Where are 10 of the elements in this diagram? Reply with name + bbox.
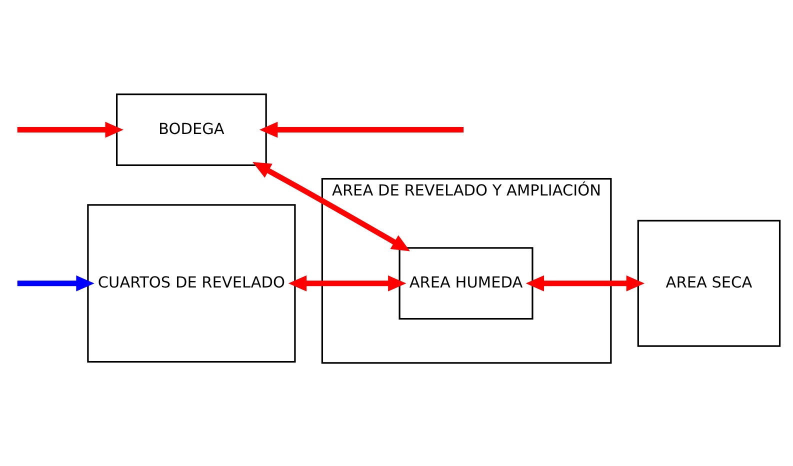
node-box: AREA SECA (637, 220, 781, 347)
arrow (259, 122, 464, 138)
arrow (526, 275, 645, 292)
node-box: BODEGA (116, 94, 267, 166)
arrow (252, 162, 410, 252)
arrow (17, 122, 124, 138)
node-box: AREA HUMEDA (398, 247, 534, 320)
arrow (288, 275, 406, 292)
node-box: CUARTOS DE REVELADO (87, 204, 296, 363)
arrow (17, 275, 94, 292)
